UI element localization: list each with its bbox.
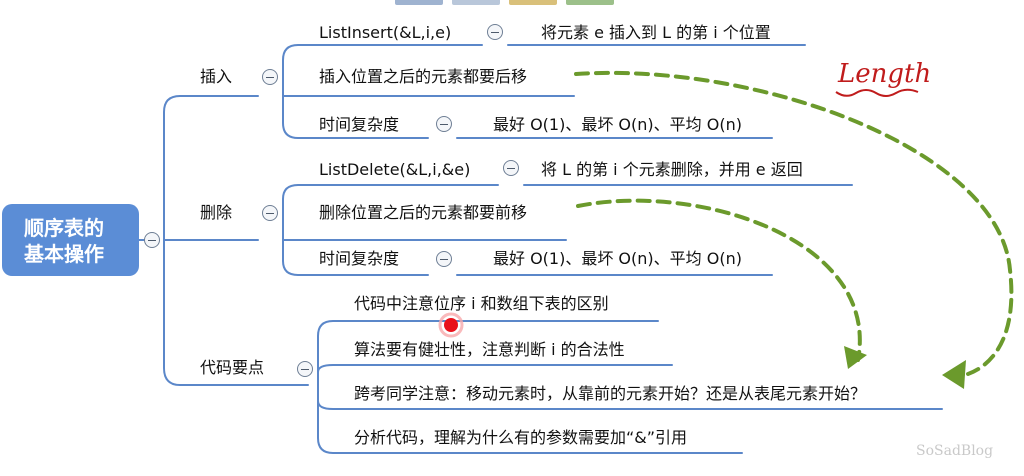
insert-signature[interactable]: ListInsert(&L,i,e) — [319, 23, 452, 42]
root-title-line1: 顺序表的 — [24, 216, 104, 240]
collapse-icon[interactable] — [297, 361, 313, 377]
delete-signature[interactable]: ListDelete(&L,i,&e) — [319, 160, 471, 179]
root-title-line2: 基本操作 — [24, 242, 104, 266]
arrowhead-icon — [844, 346, 867, 369]
pointer-icon — [444, 318, 458, 332]
code-point-robustness[interactable]: 算法要有健壮性，注意判断 i 的合法性 — [354, 340, 625, 359]
handwritten-underline — [835, 88, 919, 97]
collapse-icon[interactable] — [262, 205, 278, 221]
insert-complexity-value[interactable]: 最好 O(1)、最坏 O(n)、平均 O(n) — [493, 115, 742, 134]
delete-description[interactable]: 将 L 的第 i 个元素删除，并用 e 返回 — [541, 160, 803, 179]
code-point-move-order[interactable]: 跨考同学注意：移动元素时，从靠前的元素开始？还是从表尾元素开始？ — [354, 384, 867, 403]
branch-delete-label[interactable]: 删除 — [200, 203, 233, 222]
arrowhead-icon — [942, 360, 966, 389]
collapse-icon[interactable] — [262, 69, 278, 85]
arrow-insert-to-move-order — [574, 71, 1014, 376]
delete-complexity-value[interactable]: 最好 O(1)、最坏 O(n)、平均 O(n) — [493, 249, 742, 268]
collapse-icon[interactable] — [503, 160, 519, 176]
collapse-icon[interactable] — [144, 232, 160, 248]
code-point-reference[interactable]: 分析代码，理解为什么有的参数需要加“&”引用 — [354, 428, 688, 447]
code-point-index[interactable]: 代码中注意位序 i 和数组下表的区别 — [354, 294, 609, 313]
insert-complexity-label[interactable]: 时间复杂度 — [319, 115, 400, 134]
handwritten-note: Length — [837, 59, 931, 89]
root-node[interactable]: 顺序表的 基本操作 — [2, 204, 139, 276]
collapse-icon[interactable] — [487, 24, 503, 40]
toolbar-tab[interactable] — [395, 0, 443, 5]
delete-complexity-label[interactable]: 时间复杂度 — [319, 249, 400, 268]
toolbar-tab[interactable] — [509, 0, 557, 5]
watermark: SoSadBlog — [916, 443, 994, 459]
branch-insert-label[interactable]: 插入 — [200, 67, 233, 86]
branch-code-label[interactable]: 代码要点 — [200, 358, 265, 377]
arrow-delete-to-move-order — [576, 198, 862, 362]
toolbar-tab[interactable] — [452, 0, 500, 5]
insert-shift-note[interactable]: 插入位置之后的元素都要后移 — [319, 67, 528, 86]
insert-description[interactable]: 将元素 e 插入到 L 的第 i 个位置 — [541, 23, 771, 42]
toolbar-tab[interactable] — [566, 0, 614, 5]
collapse-icon[interactable] — [436, 116, 452, 132]
delete-shift-note[interactable]: 删除位置之后的元素都要前移 — [319, 203, 528, 222]
collapse-icon[interactable] — [436, 251, 452, 267]
